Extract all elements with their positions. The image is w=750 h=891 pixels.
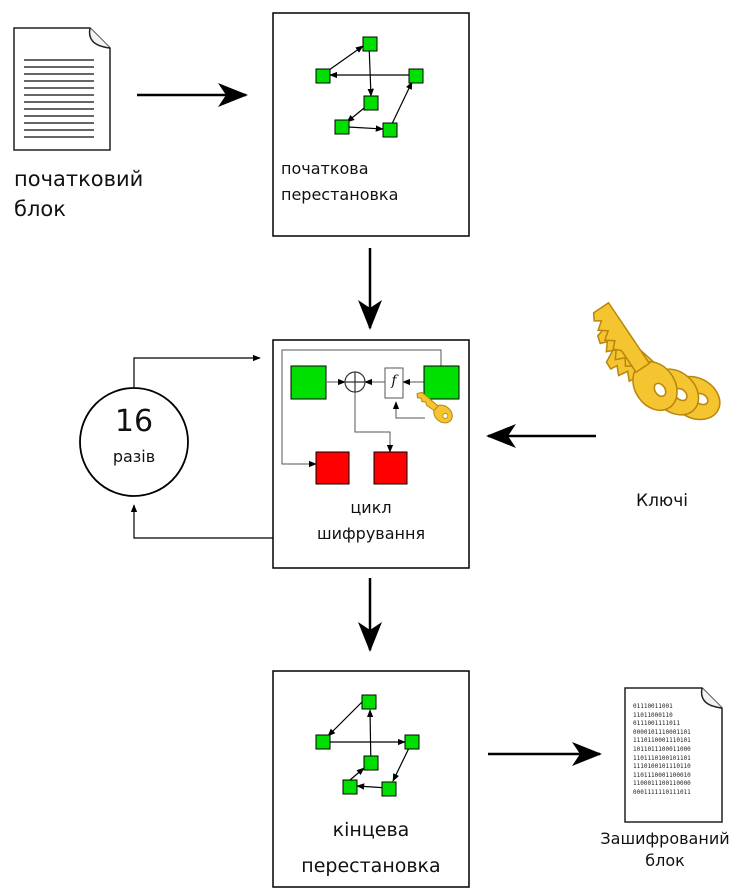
final-permutation-label: кінцева перестановка xyxy=(273,812,469,884)
permutation-graph-top xyxy=(321,43,413,132)
xor-icon xyxy=(344,371,366,393)
binary-line: 01110011001 xyxy=(633,703,673,710)
initial-permutation-label-line1: початкова xyxy=(281,159,369,178)
document-icon xyxy=(13,27,111,151)
binary-line: 1100011100110000 xyxy=(633,780,691,788)
f-function-box xyxy=(384,367,404,399)
final-permutation-label-line1: кінцева xyxy=(332,819,410,841)
output-block-label-line2: блок xyxy=(645,851,685,870)
loop-arrow-top xyxy=(133,354,261,388)
output-block-label: Зашифрований блок xyxy=(580,828,750,872)
initial-permutation-label: початкова перестановка xyxy=(281,156,398,208)
binary-line: 0111001111011 xyxy=(633,720,680,728)
input-block-label: початковий блок xyxy=(14,164,143,224)
binary-line: 1101110100101101 xyxy=(633,754,691,762)
red-blocks-cycle xyxy=(315,451,408,485)
feistel-diagram xyxy=(281,349,442,468)
keys-label: Ключі xyxy=(636,491,689,511)
binary-line: 1110100101110110 xyxy=(633,763,691,771)
final-permutation-label-line2: перестановка xyxy=(301,855,441,877)
green-blocks-cycle xyxy=(290,365,460,400)
cycle-label-line1: цикл xyxy=(350,498,392,517)
binary-line: 1110110001110101 xyxy=(633,737,691,745)
input-block-label-line2: блок xyxy=(14,197,66,221)
rounds-unit: разів xyxy=(112,447,156,466)
binary-line: 0000101110001101 xyxy=(633,728,691,736)
keys-icon xyxy=(592,301,721,421)
encrypted-document-icon xyxy=(624,687,723,823)
binary-line: 1101110001100010 xyxy=(633,771,691,779)
loop-arrow-bottom xyxy=(130,504,273,539)
small-key-icon xyxy=(416,391,453,424)
output-block-label-line1: Зашифрований xyxy=(600,829,730,848)
rounds-count: 16 xyxy=(114,404,154,439)
cycle-label: цикл шифрування xyxy=(273,495,469,547)
cycle-label-line2: шифрування xyxy=(316,524,426,543)
permutation-nodes-top xyxy=(315,36,424,138)
permutation-nodes-bottom xyxy=(315,694,420,797)
binary-line: 1011011100011000 xyxy=(633,745,691,753)
f-function-symbol: f xyxy=(391,373,397,389)
binary-line: 0001111110111011 xyxy=(633,788,691,796)
initial-permutation-label-line2: перестановка xyxy=(281,185,399,204)
input-block-label-line1: початковий xyxy=(14,167,144,191)
binary-line: 11011000110 xyxy=(633,711,673,719)
